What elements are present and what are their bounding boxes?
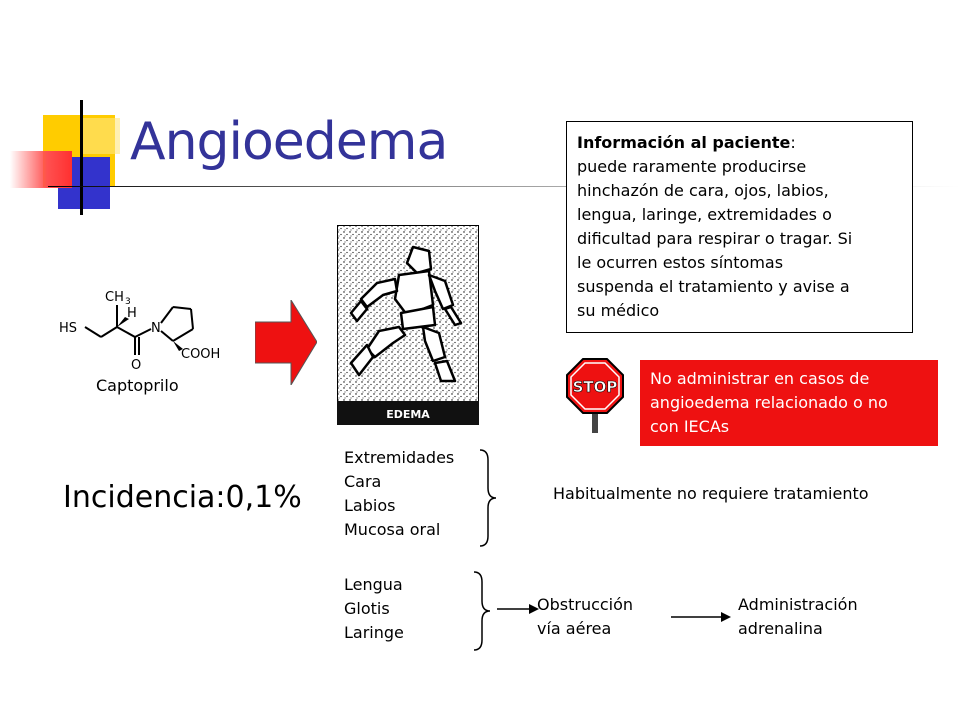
decor-vertical-line bbox=[80, 100, 83, 215]
warning-line: No administrar en casos de bbox=[650, 369, 870, 388]
symptom-list-severe: Lengua Glotis Laringe bbox=[344, 573, 404, 645]
warning-line: angioedema relacionado o no bbox=[650, 393, 888, 412]
warning-box: No administrar en casos de angioedema re… bbox=[640, 360, 938, 446]
red-arrow-icon bbox=[255, 300, 317, 385]
info-heading-suffix: : bbox=[790, 133, 796, 152]
arrow-right-icon bbox=[671, 612, 731, 622]
adrenaline-text: Administración adrenalina bbox=[738, 593, 858, 641]
incidence-text: Incidencia:0,1% bbox=[63, 480, 302, 515]
list-item: Extremidades bbox=[344, 448, 455, 467]
captopril-structure: HS CH 3 H N O COOH bbox=[59, 290, 220, 370]
slide-title: Angioedema bbox=[130, 112, 448, 172]
info-line: hinchazón de cara, ojos, labios, bbox=[577, 181, 829, 200]
title-underline bbox=[48, 186, 960, 187]
atom-hs: HS bbox=[59, 321, 77, 336]
list-item: Cara bbox=[344, 472, 382, 491]
atom-ch-sub: 3 bbox=[125, 297, 131, 307]
decor-red-bar bbox=[10, 151, 72, 188]
arrow-right-icon bbox=[497, 604, 539, 614]
list-item: Laringe bbox=[344, 623, 404, 642]
atom-n: N bbox=[151, 321, 161, 336]
text-line: Obstrucción bbox=[537, 595, 634, 614]
info-line: puede raramente producirse bbox=[577, 157, 807, 176]
text-line: Administración bbox=[738, 595, 858, 614]
list-item: Glotis bbox=[344, 599, 390, 618]
text-line: adrenalina bbox=[738, 619, 823, 638]
atom-h: H bbox=[127, 306, 137, 321]
warning-line: con IECAs bbox=[650, 417, 730, 436]
list-item: Labios bbox=[344, 496, 396, 515]
airway-obstruction-text: Obstrucción vía aérea bbox=[537, 593, 633, 641]
edema-illustration: EDEMA bbox=[337, 225, 479, 425]
mild-outcome-text: Habitualmente no requiere tratamiento bbox=[553, 484, 869, 503]
brace-right bbox=[473, 571, 491, 651]
stop-sign-text: STOP bbox=[573, 378, 618, 396]
info-heading-line: Información al paciente: bbox=[577, 131, 902, 155]
text-line: vía aérea bbox=[537, 619, 612, 638]
info-line: le ocurren estos síntomas bbox=[577, 253, 784, 272]
symptom-list-mild: Extremidades Cara Labios Mucosa oral bbox=[344, 446, 454, 542]
info-line: lengua, laringe, extremidades o bbox=[577, 205, 832, 224]
stop-sign-icon: STOP bbox=[566, 358, 624, 433]
patient-info-box: Información al paciente: puede raramente… bbox=[566, 121, 913, 333]
info-line: suspenda el tratamiento y avise a bbox=[577, 277, 850, 296]
decor-pale-square bbox=[80, 118, 120, 154]
atom-cooh: COOH bbox=[181, 347, 220, 362]
atom-ch: CH bbox=[105, 290, 124, 305]
list-item: Mucosa oral bbox=[344, 520, 441, 539]
molecule-label: Captoprilo bbox=[96, 376, 179, 395]
atom-o: O bbox=[131, 358, 141, 370]
info-line: su médico bbox=[577, 301, 660, 320]
info-heading: Información al paciente bbox=[577, 133, 791, 152]
edema-caption: EDEMA bbox=[386, 408, 430, 421]
list-item: Lengua bbox=[344, 575, 403, 594]
brace-right bbox=[479, 449, 497, 547]
info-line: dificultad para respirar o tragar. Si bbox=[577, 229, 853, 248]
